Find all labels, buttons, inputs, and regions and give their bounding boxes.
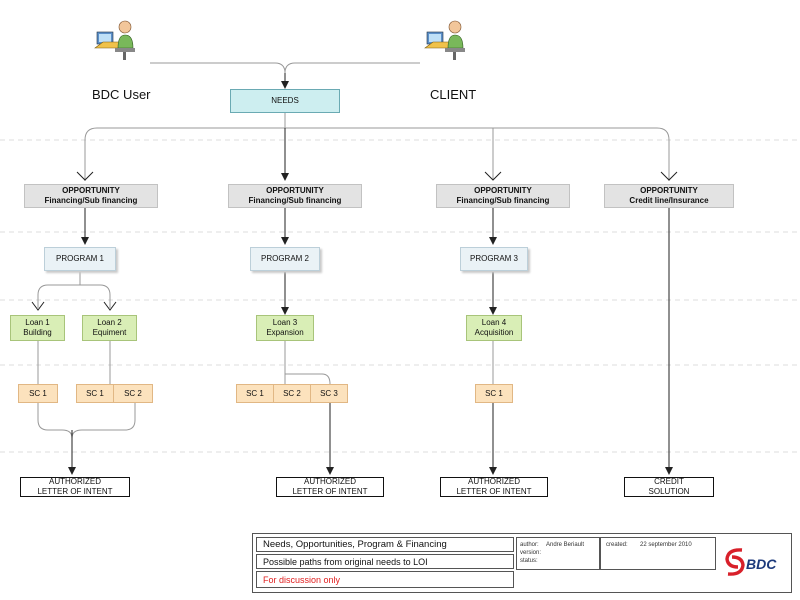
client-label: CLIENT (430, 87, 477, 102)
title-block-subtitle: Possible paths from original needs to LO… (256, 554, 514, 569)
loan-box-3: Loan 3 Expansion (256, 315, 314, 341)
outcome-box-2: AUTHORIZED LETTER OF INTENT (276, 477, 384, 497)
sc-box: SC 2 (113, 384, 153, 403)
sc-box: SC 3 (310, 384, 348, 403)
bdc-user-label: BDC User (92, 87, 151, 102)
opportunity-box-2: OPPORTUNITY Financing/Sub financing (228, 184, 362, 208)
version-label: version: (520, 550, 542, 556)
bdc-user-icon (94, 20, 135, 60)
program-box-2: PROGRAM 2 (250, 247, 320, 271)
program-box-3: PROGRAM 3 (460, 247, 528, 271)
opportunity-box-3: OPPORTUNITY Financing/Sub financing (436, 184, 570, 208)
sc-box: SC 1 (18, 384, 58, 403)
loan-box-2: Loan 2 Equiment (82, 315, 137, 341)
title-block-note: For discussion only (256, 571, 514, 588)
opportunity-box-4: OPPORTUNITY Credit line/Insurance (604, 184, 734, 208)
client-icon (424, 20, 465, 60)
author-label: author: (520, 542, 539, 548)
bdc-logo-text: BDC (746, 556, 777, 572)
sc-box: SC 1 (236, 384, 274, 403)
needs-box: NEEDS (230, 89, 340, 113)
outcome-box-4: CREDIT SOLUTION (624, 477, 714, 497)
title-block-title: Needs, Opportunities, Program & Financin… (256, 537, 514, 552)
sc-box: SC 1 (76, 384, 114, 403)
created-label: created: (606, 542, 628, 548)
created-value: 22 september 2010 (640, 542, 692, 548)
loan-box-4: Loan 4 Acquisition (466, 315, 522, 341)
bdc-logo-mark (725, 548, 745, 576)
author-value: Andre Beriault (546, 542, 585, 548)
opportunity-box-1: OPPORTUNITY Financing/Sub financing (24, 184, 158, 208)
sc-box: SC 1 (475, 384, 513, 403)
meta-box-author (516, 537, 600, 570)
program-box-1: PROGRAM 1 (44, 247, 116, 271)
outcome-box-1: AUTHORIZED LETTER OF INTENT (20, 477, 130, 497)
sc-box: SC 2 (273, 384, 311, 403)
loan-box-1: Loan 1 Building (10, 315, 65, 341)
band-separators (0, 139, 800, 453)
outcome-box-3: AUTHORIZED LETTER OF INTENT (440, 477, 548, 497)
title-block (252, 533, 792, 593)
meta-box-created (600, 537, 716, 570)
status-label: status: (520, 558, 538, 564)
